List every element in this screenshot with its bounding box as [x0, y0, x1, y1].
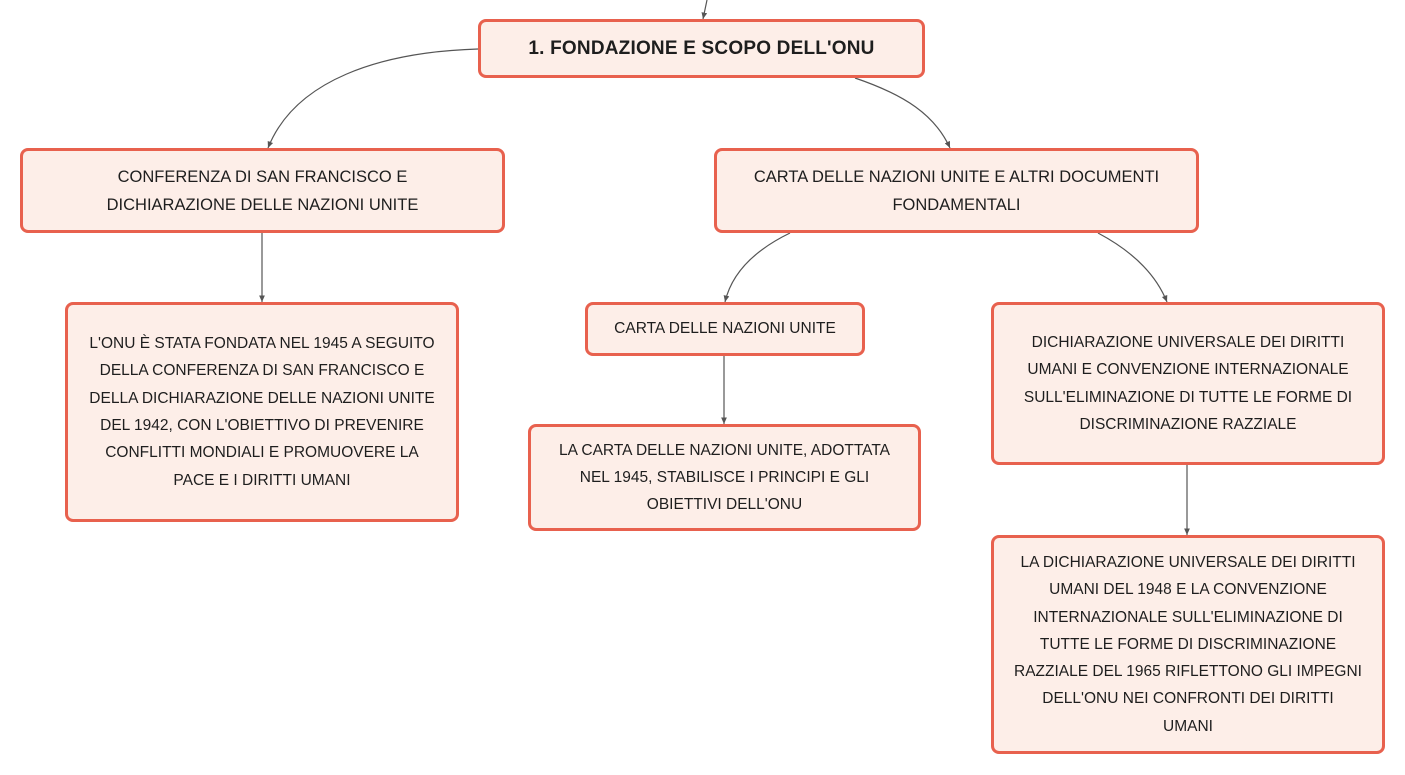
conferenza-san-francisco-node[interactable]: CONFERENZA DI SAN FRANCISCO E DICHIARAZI… — [20, 148, 505, 233]
carta-altri-documenti-label: CARTA DELLE NAZIONI UNITE E ALTRI DOCUME… — [753, 167, 1160, 214]
fondazione-onu-detail-label: L'ONU È STATA FONDATA NEL 1945 A SEGUITO… — [89, 335, 435, 489]
dichiarazione-convenzione-label: DICHIARAZIONE UNIVERSALE DEI DIRITTI UMA… — [1023, 333, 1353, 433]
connector-root-to-conferenza — [267, 48, 479, 149]
conferenza-san-francisco-label: CONFERENZA DI SAN FRANCISCO E DICHIARAZI… — [106, 167, 419, 214]
carta-nazioni-unite-detail-node[interactable]: LA CARTA DELLE NAZIONI UNITE, ADOTTATA N… — [528, 424, 921, 531]
root-topic-node[interactable]: 1. FONDAZIONE E SCOPO DELL'ONU — [478, 19, 925, 78]
carta-nazioni-unite-label: CARTA DELLE NAZIONI UNITE — [614, 320, 836, 337]
connector-carta-documenti-to-dichiarazione — [1097, 232, 1168, 303]
connector-root-to-carta-documenti — [854, 77, 951, 149]
dichiarazione-convenzione-node[interactable]: DICHIARAZIONE UNIVERSALE DEI DIRITTI UMA… — [991, 302, 1385, 465]
carta-altri-documenti-node[interactable]: CARTA DELLE NAZIONI UNITE E ALTRI DOCUME… — [714, 148, 1199, 233]
connector-parent-to-root — [701, 0, 708, 20]
dichiarazione-convenzione-detail-label: LA DICHIARAZIONE UNIVERSALE DEI DIRITTI … — [1014, 553, 1362, 735]
fondazione-onu-detail-node[interactable]: L'ONU È STATA FONDATA NEL 1945 A SEGUITO… — [65, 302, 459, 522]
carta-nazioni-unite-node[interactable]: CARTA DELLE NAZIONI UNITE — [585, 302, 865, 356]
carta-nazioni-unite-detail-label: LA CARTA DELLE NAZIONI UNITE, ADOTTATA N… — [558, 441, 891, 514]
root-topic-label: 1. FONDAZIONE E SCOPO DELL'ONU — [528, 37, 875, 59]
connector-carta-documenti-to-carta — [723, 232, 791, 303]
dichiarazione-convenzione-detail-node[interactable]: LA DICHIARAZIONE UNIVERSALE DEI DIRITTI … — [991, 535, 1385, 754]
